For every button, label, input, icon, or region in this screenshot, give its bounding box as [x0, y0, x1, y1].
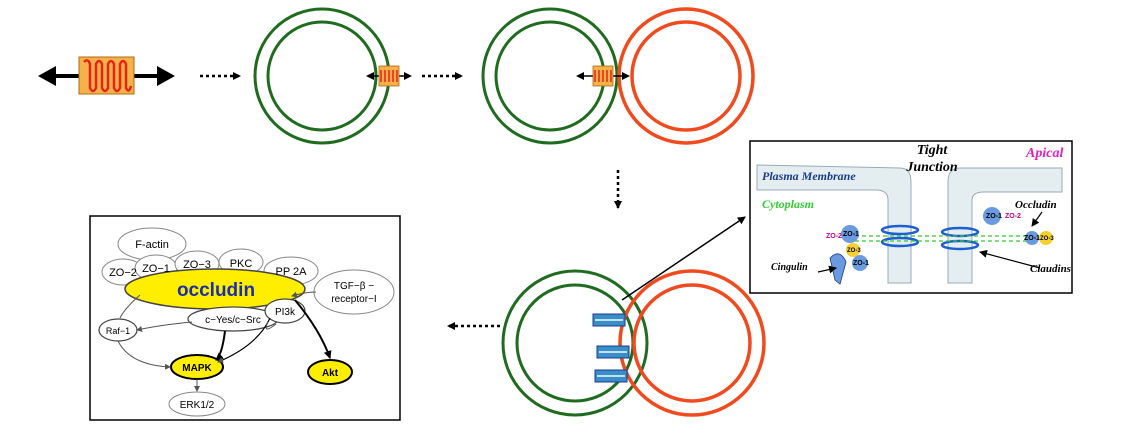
zo1-node: ZO−1 — [142, 263, 170, 275]
mapk-node: MAPK — [182, 363, 212, 374]
tight-junction-panel — [749, 140, 1073, 294]
occludin-label: Occludin — [1015, 199, 1057, 211]
pp2a-node: PP 2A — [276, 266, 308, 278]
pointer-to-tight-junction — [621, 216, 746, 301]
zo2-label-right: ZO-2 — [1005, 213, 1021, 220]
tgf-beta-line1: TGF−β − — [334, 281, 374, 292]
occludin-molecule-standalone — [38, 56, 175, 95]
signaling-network-panel — [89, 215, 401, 421]
joined-cells-tight-junction — [501, 269, 766, 417]
raf1-node: Raf−1 — [106, 326, 130, 336]
zo1-label-right-lower: ZO-1 — [1024, 235, 1040, 242]
single-cell-ring — [253, 7, 412, 145]
zo1-label-left: ZO-1 — [843, 231, 859, 238]
two-cell-pair — [481, 7, 755, 145]
zo3-label-right: ZO-3 — [1040, 236, 1054, 242]
pi3k-node: PI3k — [275, 307, 296, 318]
erk12-node: ERK1/2 — [180, 400, 215, 411]
tgf-beta-line2: receptor−I — [331, 294, 376, 305]
zo3-label-left: ZO-3 — [847, 248, 861, 254]
akt-node: Akt — [322, 368, 339, 379]
zo3-node: ZO−3 — [183, 259, 211, 271]
cyes-csrc-node: c−Yes/c−Src — [205, 315, 261, 326]
zo2-label-left: ZO-2 — [826, 233, 842, 240]
zo1-label-left-lower: ZO-1 — [853, 260, 869, 267]
plasma-membrane-label: Plasma Membrane — [762, 169, 856, 183]
cingulin-label: Cingulin — [771, 262, 808, 273]
zo2-node: ZO−2 — [109, 267, 137, 279]
zo1-label-right: ZO-1 — [986, 213, 1002, 220]
cytoplasm-label: Cytoplasm — [762, 197, 814, 211]
pkc-node: PKC — [230, 258, 253, 270]
tight-junction-title-1: Tight — [917, 143, 949, 158]
claudins-label: Claudins — [1030, 263, 1071, 275]
occludin-node: occludin — [177, 280, 255, 301]
f-actin-label: F-actin — [135, 239, 169, 251]
apical-label: Apical — [1025, 146, 1063, 161]
tight-junction-title-2: Junction — [905, 160, 958, 175]
